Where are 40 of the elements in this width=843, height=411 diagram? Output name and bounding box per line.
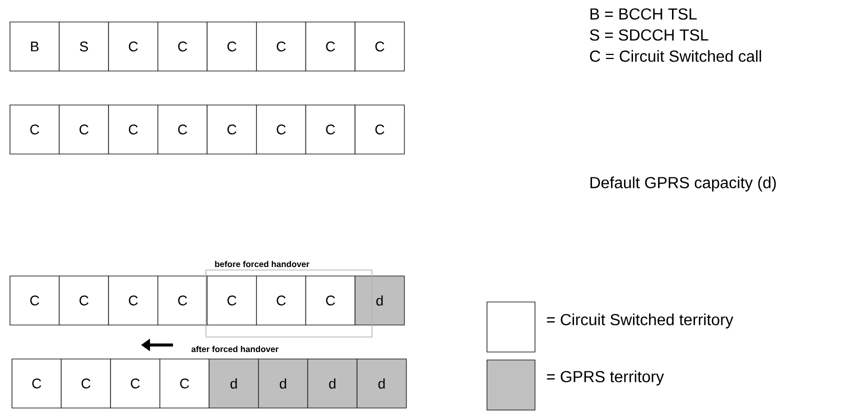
legend-text: = Circuit Switched territory: [547, 314, 734, 328]
time-slot-cell: C: [159, 358, 210, 408]
time-slot-cell: C: [354, 22, 405, 72]
time-slot-cell: S: [58, 22, 109, 72]
time-slot-cell: C: [157, 276, 208, 326]
time-slot-cell: C: [110, 358, 160, 408]
time-slot-cell: C: [305, 22, 356, 72]
time-slot-cell: C: [60, 358, 111, 408]
time-slot-cell: d: [258, 358, 308, 408]
time-slot-cell: B: [10, 22, 60, 72]
legend-text: S = SDCCH TSL: [590, 29, 708, 41]
time-slot-cell: d: [307, 358, 358, 408]
time-slot-cell: C: [108, 276, 158, 326]
time-slot-cell: d: [354, 276, 405, 326]
time-slot-cell: C: [256, 104, 306, 154]
time-slot-cell: C: [12, 358, 62, 408]
time-slot-cell: C: [10, 104, 60, 154]
legend-text: = GPRS territory: [547, 370, 664, 386]
time-slot-cell: C: [305, 104, 356, 154]
time-slot-cell: C: [58, 104, 109, 154]
time-slot-cell: C: [108, 104, 158, 154]
time-slot-cell: C: [354, 104, 405, 154]
time-slot-cell: C: [256, 22, 306, 72]
time-slot-cell: C: [10, 276, 60, 326]
time-slot-cell: C: [305, 276, 356, 326]
time-slot-cell: C: [157, 104, 208, 154]
time-slot-cell: d: [208, 358, 259, 408]
time-slot-cell: C: [206, 276, 257, 326]
legend-text: B = BCCH TSL: [590, 8, 697, 20]
time-slot-cell: C: [206, 22, 257, 72]
time-slot-cell: C: [108, 22, 158, 72]
time-slot-cell: d: [356, 358, 407, 408]
legend-text: C = Circuit Switched call: [590, 50, 762, 62]
legend-text: Default GPRS capacity (d): [590, 176, 776, 192]
annotation-text: after forced handover: [191, 346, 278, 352]
annotation-text: before forced handover: [215, 260, 310, 268]
time-slot-cell: C: [206, 104, 257, 154]
time-slot-cell: C: [256, 276, 306, 326]
time-slot-cell: C: [157, 22, 208, 72]
time-slot-cell: C: [58, 276, 109, 326]
